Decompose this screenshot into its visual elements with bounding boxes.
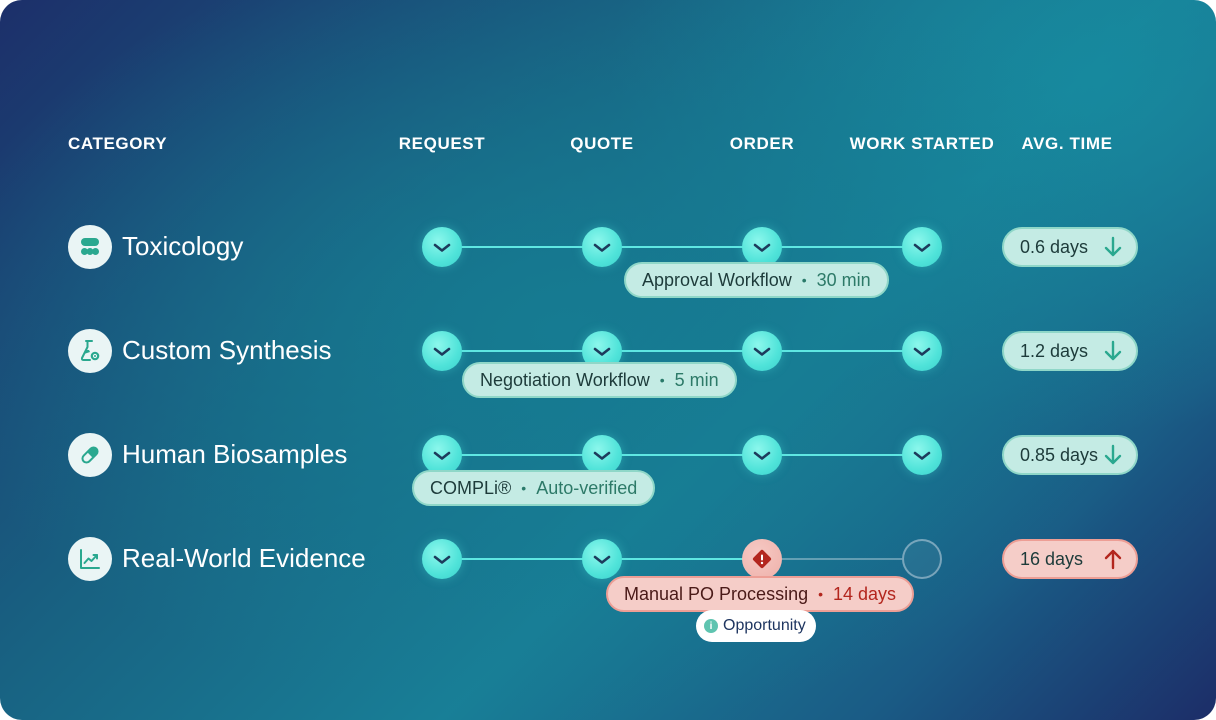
flask-gear-icon — [68, 329, 112, 373]
pill-label: Manual PO Processing — [624, 583, 809, 604]
stage-request-check-icon — [422, 539, 462, 579]
row-toxicology: Toxicology 0.6 days — [0, 225, 1216, 269]
progress-line — [442, 350, 922, 352]
header-work-started: WORK STARTED — [849, 134, 995, 153]
progress-line-pending — [782, 558, 902, 560]
stage-work-started-pending-icon — [902, 539, 942, 579]
arrow-down-icon — [1104, 340, 1122, 361]
stage-work-started-check-icon — [902, 227, 942, 267]
header-avg-time: AVG. TIME — [1021, 134, 1113, 153]
cells-icon — [68, 225, 112, 269]
stage-quote-check-icon — [582, 435, 622, 475]
avg-time-badge: 0.85 days — [1002, 435, 1138, 475]
avg-time-value: 1.2 days — [1020, 340, 1089, 361]
pill-meta: 5 min — [674, 369, 719, 390]
progress-line — [442, 454, 922, 456]
avg-time-badge: 1.2 days — [1002, 331, 1138, 371]
workflow-pill[interactable]: COMPLi® • Auto-verified — [412, 470, 656, 506]
pill-meta: 30 min — [816, 269, 871, 290]
stage-order-alert-icon — [742, 539, 782, 579]
avg-time-value: 0.85 days — [1020, 444, 1099, 465]
pill-meta: Auto-verified — [536, 477, 638, 498]
pill-label: COMPLi® — [430, 477, 512, 498]
workflow-pill[interactable]: Approval Workflow • 30 min — [624, 262, 889, 298]
stage-work-started-check-icon — [902, 435, 942, 475]
stage-quote-check-icon — [582, 539, 622, 579]
pill-separator: • — [818, 586, 823, 602]
category-label: Human Biosamples — [122, 439, 348, 469]
category-label: Toxicology — [122, 231, 244, 261]
stage-request-check-icon — [422, 435, 462, 475]
avg-time-badge: 0.6 days — [1002, 227, 1138, 267]
category-label: Real-World Evidence — [122, 543, 366, 573]
arrow-up-icon — [1104, 549, 1122, 570]
stage-request-check-icon — [422, 227, 462, 267]
avg-time-badge: 16 days — [1002, 539, 1138, 579]
workflow-pill-issue[interactable]: Manual PO Processing • 14 days — [606, 576, 915, 612]
header-category: CATEGORY — [68, 134, 168, 153]
progress-line — [442, 246, 922, 248]
arrow-down-icon — [1104, 236, 1122, 257]
pill-label: Approval Workflow — [642, 269, 792, 290]
pill-separator: • — [521, 480, 527, 496]
arrow-down-icon — [1104, 444, 1122, 465]
header-quote: QUOTE — [570, 134, 634, 153]
pill-capsule-icon — [68, 433, 112, 477]
stage-order-check-icon — [742, 435, 782, 475]
row-real-world-evidence: Real-World Evidence 16 days — [0, 537, 1216, 581]
line-chart-icon — [68, 537, 112, 581]
stage-request-check-icon — [422, 331, 462, 371]
pill-meta: 14 days — [833, 583, 897, 604]
pill-label: Negotiation Workflow — [480, 369, 650, 390]
pill-separator: • — [659, 372, 665, 388]
stage-order-check-icon — [742, 331, 782, 371]
stage-order-check-icon — [742, 227, 782, 267]
category-label: Custom Synthesis — [122, 335, 332, 365]
header-order: ORDER — [729, 134, 795, 153]
avg-time-value: 16 days — [1020, 548, 1084, 569]
stage-work-started-check-icon — [902, 331, 942, 371]
opportunity-label: Opportunity — [723, 617, 806, 634]
pill-separator: • — [801, 272, 807, 288]
row-human-biosamples: Human Biosamples 0.85 days — [0, 433, 1216, 477]
info-icon: i — [704, 619, 718, 633]
avg-time-value: 0.6 days — [1020, 236, 1089, 257]
opportunity-badge[interactable]: i Opportunity — [696, 610, 816, 642]
stage-quote-check-icon — [582, 227, 622, 267]
workflow-pill[interactable]: Negotiation Workflow • 5 min — [462, 362, 737, 398]
header-request: REQUEST — [398, 134, 486, 153]
